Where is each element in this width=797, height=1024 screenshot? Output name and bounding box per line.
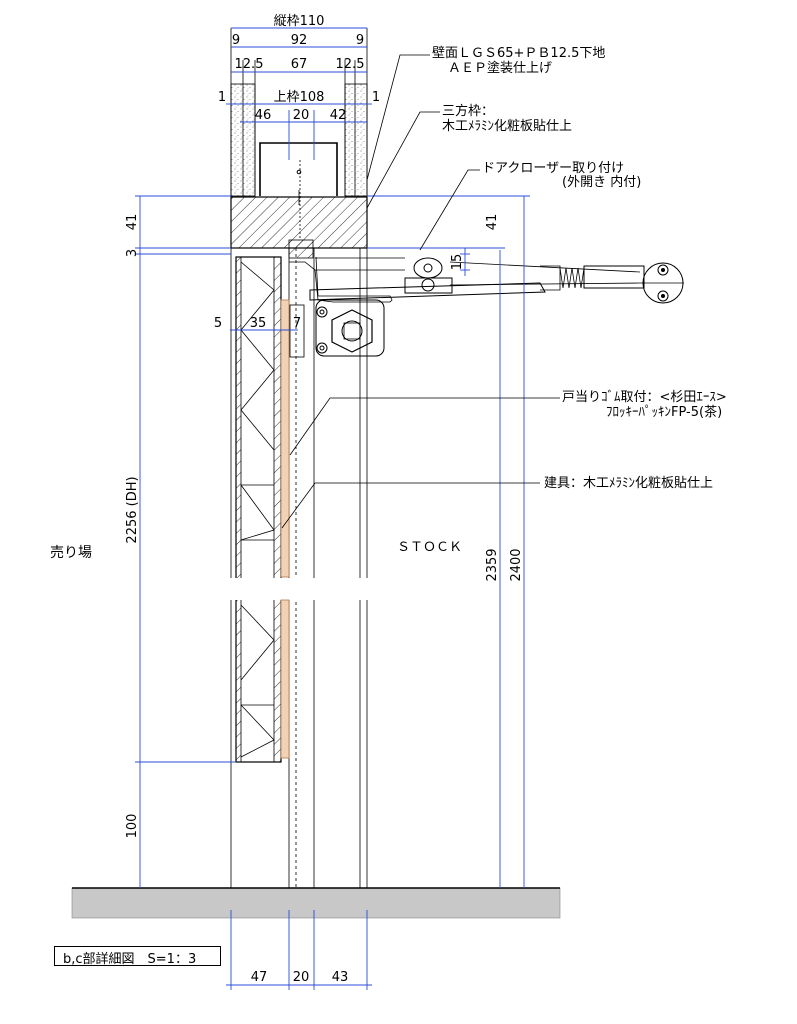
floor <box>71 887 561 919</box>
door-leaf <box>230 256 370 763</box>
wall-section <box>230 28 368 197</box>
dimension-text: 縦枠110 9 92 9 12.5 67 12.5 1 上枠108 1 46 2… <box>125 14 524 985</box>
dim-right-2400: 2400 <box>509 548 524 581</box>
dim-top-frame: 縦枠110 <box>274 14 325 29</box>
lgs-stud <box>259 142 338 196</box>
note-wall-line2: ＡＥＰ塗装仕上げ <box>448 60 552 76</box>
dim-bottom-47: 47 <box>251 970 268 985</box>
dim-right-41: 41 <box>485 214 500 231</box>
note-frame-line1: 三方枠： <box>442 103 494 119</box>
note-door: 建具：木工ﾒﾗﾐﾝ化粧板貼仕上 <box>544 476 713 491</box>
door-stop-rubber <box>280 299 290 578</box>
dim-top-92: 92 <box>291 33 308 48</box>
dim-dh-2256: 2256 (DH) <box>125 476 140 543</box>
dim-head-1-right: 1 <box>372 90 380 105</box>
annotation-notes: 壁面ＬＧＳ65+ＰＢ12.5下地 ＡＥＰ塗装仕上げ 三方枠： 木工ﾒﾗﾐﾝ化粧板… <box>50 46 727 561</box>
dim-bottom-43: 43 <box>332 970 349 985</box>
drawing-title: b,c部詳細図 S=1：3 <box>63 952 197 967</box>
jamb-lines <box>230 197 368 888</box>
dim-head-20: 20 <box>293 108 310 123</box>
dim-head-42: 42 <box>330 108 347 123</box>
dim-door-5: 5 <box>214 316 222 331</box>
dimension-lines <box>135 27 530 990</box>
dim-head-1-left: 1 <box>218 90 226 105</box>
dim-top-9-right: 9 <box>356 33 364 48</box>
leader-lines <box>281 54 560 529</box>
door-closer <box>288 160 684 358</box>
dim-left-3: 3 <box>125 249 140 257</box>
dim-top-12-5-left: 12.5 <box>235 57 264 72</box>
label-stock: ＳＴＯＣＫ <box>397 540 462 555</box>
note-wall-line1: 壁面ＬＧＳ65+ＰＢ12.5下地 <box>432 46 605 61</box>
dim-top-9-left: 9 <box>232 33 240 48</box>
dim-top-12-5-right: 12.5 <box>336 57 365 72</box>
note-stop-line1: 戸当りｺﾞﾑ取付：<杉田ｴｰｽ> <box>562 390 727 405</box>
dim-right-2359: 2359 <box>485 548 500 581</box>
note-frame-line2: 木工ﾒﾗﾐﾝ化粧板貼仕上 <box>442 119 572 134</box>
dim-head-108: 上枠108 <box>274 90 325 105</box>
dim-right-15: 15 <box>450 254 465 271</box>
drawing-title-box: b,c部詳細図 S=1：3 <box>54 946 221 967</box>
dim-door-35: 35 <box>250 316 267 331</box>
label-sales-floor: 売り場 <box>50 545 92 561</box>
note-closer-line2: (外開き 内付) <box>562 174 641 190</box>
dim-head-46: 46 <box>255 108 272 123</box>
note-closer-line1: ドアクローザー取り付け <box>482 161 624 176</box>
dim-top-67: 67 <box>291 57 308 72</box>
dim-bottom-20: 20 <box>293 970 310 985</box>
dim-bottom-100: 100 <box>125 814 140 839</box>
dim-left-41: 41 <box>125 214 140 231</box>
dim-door-7: 7 <box>293 316 301 331</box>
note-stop-line2: ﾌﾛｯｷｰﾊﾟｯｷﾝFP-5(茶) <box>606 404 722 420</box>
